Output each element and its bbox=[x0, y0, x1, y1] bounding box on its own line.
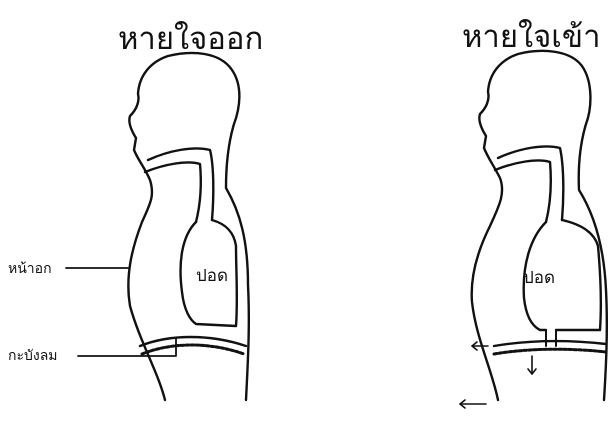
left-arrow-icon-lower bbox=[460, 400, 486, 408]
inhale-airway-channel bbox=[546, 330, 556, 346]
inhale-airway-inner bbox=[498, 146, 563, 220]
down-arrow-icon bbox=[528, 356, 536, 374]
inhale-diaphragm-lower bbox=[494, 349, 606, 354]
exhale-title: หายใจออก bbox=[118, 24, 263, 55]
inhale-body-outline bbox=[472, 51, 607, 400]
exhale-airway-outer bbox=[145, 162, 201, 222]
inhale-airway-outer bbox=[495, 160, 551, 222]
inhale-diaphragm-upper bbox=[494, 341, 606, 346]
exhale-diaphragm-lower bbox=[142, 345, 244, 354]
diaphragm-label: กะบังลม bbox=[8, 349, 58, 363]
inhale-lung-label: ปอด bbox=[523, 270, 555, 287]
exhale-body-outline bbox=[128, 53, 248, 400]
exhale-airway-inner bbox=[148, 148, 213, 220]
exhale-lung-label: ปอด bbox=[196, 268, 228, 285]
inhale-title: หายใจเข้า bbox=[462, 22, 601, 53]
chest-label: หน้าอก bbox=[8, 262, 52, 276]
